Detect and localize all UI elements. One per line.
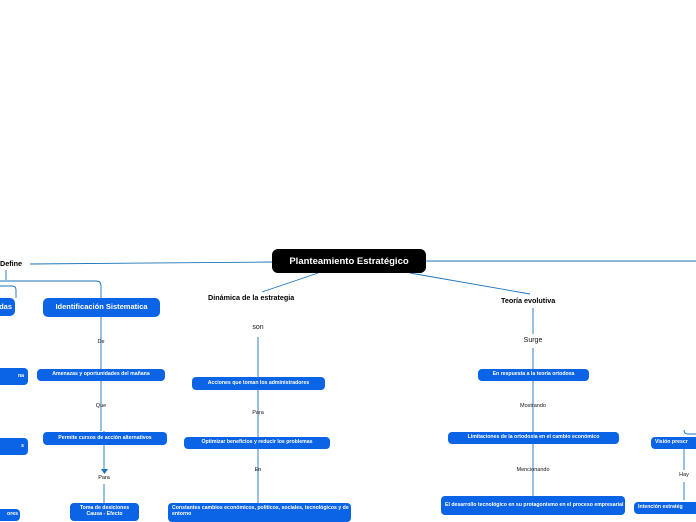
partial-topic-mid2[interactable]: s bbox=[0, 438, 28, 455]
link-label-surge: Surge bbox=[523, 337, 543, 344]
link-label-para-dinamica: Para bbox=[252, 410, 264, 416]
intencion-estrategica-topic[interactable]: Intención estratég bbox=[634, 502, 696, 514]
partial-topic-top[interactable]: das bbox=[0, 298, 15, 316]
respuesta-teoria-ortodoxa-topic[interactable]: En respuesta a la teoría ortodoxa bbox=[478, 369, 589, 381]
connector-root-dinamica bbox=[261, 272, 319, 293]
cursos-accion-topic[interactable]: Permite cursos de acción alternativos bbox=[43, 432, 167, 445]
vision-prescriptiva-topic[interactable]: Visión prescr bbox=[651, 437, 696, 449]
arrow-head-ident bbox=[101, 469, 108, 474]
toma-decisiones-line1: Toma de desiciones bbox=[79, 505, 130, 512]
partial-topic-mid1[interactable]: na bbox=[0, 368, 28, 385]
constantes-cambios-topic[interactable]: Constantes cambios económicos, politicos… bbox=[168, 503, 351, 522]
connector-define-left bbox=[0, 285, 17, 298]
link-label-mostrando: Mostrando bbox=[520, 403, 546, 409]
toma-decisiones-line2: Causa - Efecto bbox=[86, 511, 123, 517]
link-label-en: En bbox=[254, 467, 262, 473]
define-label: Define bbox=[0, 259, 22, 268]
link-label-mencionando: Mencionando bbox=[516, 467, 550, 473]
desarrollo-tecnologico-topic[interactable]: El desarrollo tecnológico en su protagon… bbox=[441, 496, 625, 515]
connector-root-left bbox=[29, 261, 273, 265]
link-label-de: De bbox=[97, 339, 105, 345]
link-label-hay: Hay bbox=[679, 472, 689, 478]
acciones-administradores-topic[interactable]: Acciones que toman los administradores bbox=[192, 377, 325, 390]
teoria-evolutiva-topic[interactable]: Teoría evolutiva bbox=[501, 296, 556, 305]
connector-define-hline bbox=[0, 280, 102, 298]
link-label-para-ident: Para bbox=[98, 475, 110, 481]
link-label-son: son bbox=[252, 324, 264, 331]
root-topic[interactable]: Planteamiento Estratégico bbox=[272, 249, 426, 273]
link-label-que: Que bbox=[95, 403, 107, 409]
dinamica-estrategia-topic[interactable]: Dinámica de la estrategia bbox=[208, 293, 295, 302]
connector-root-teoria bbox=[409, 272, 531, 295]
amenazas-oportunidades-topic[interactable]: Amenazas y oportunidades del mañana bbox=[37, 369, 165, 381]
optimizar-beneficios-topic[interactable]: Optimizar beneficios y reducir los probl… bbox=[184, 437, 330, 449]
connector-right-1 bbox=[683, 429, 696, 435]
partial-topic-bottom[interactable]: ores bbox=[0, 509, 20, 521]
toma-decisiones-topic[interactable]: Toma de desiciones Causa - Efecto bbox=[70, 503, 139, 521]
identificacion-sistematica-topic[interactable]: Identificación Sistematica bbox=[43, 298, 160, 317]
limitaciones-ortodoxia-topic[interactable]: Limitaciones de la ortodoxia en el cambi… bbox=[448, 432, 619, 444]
